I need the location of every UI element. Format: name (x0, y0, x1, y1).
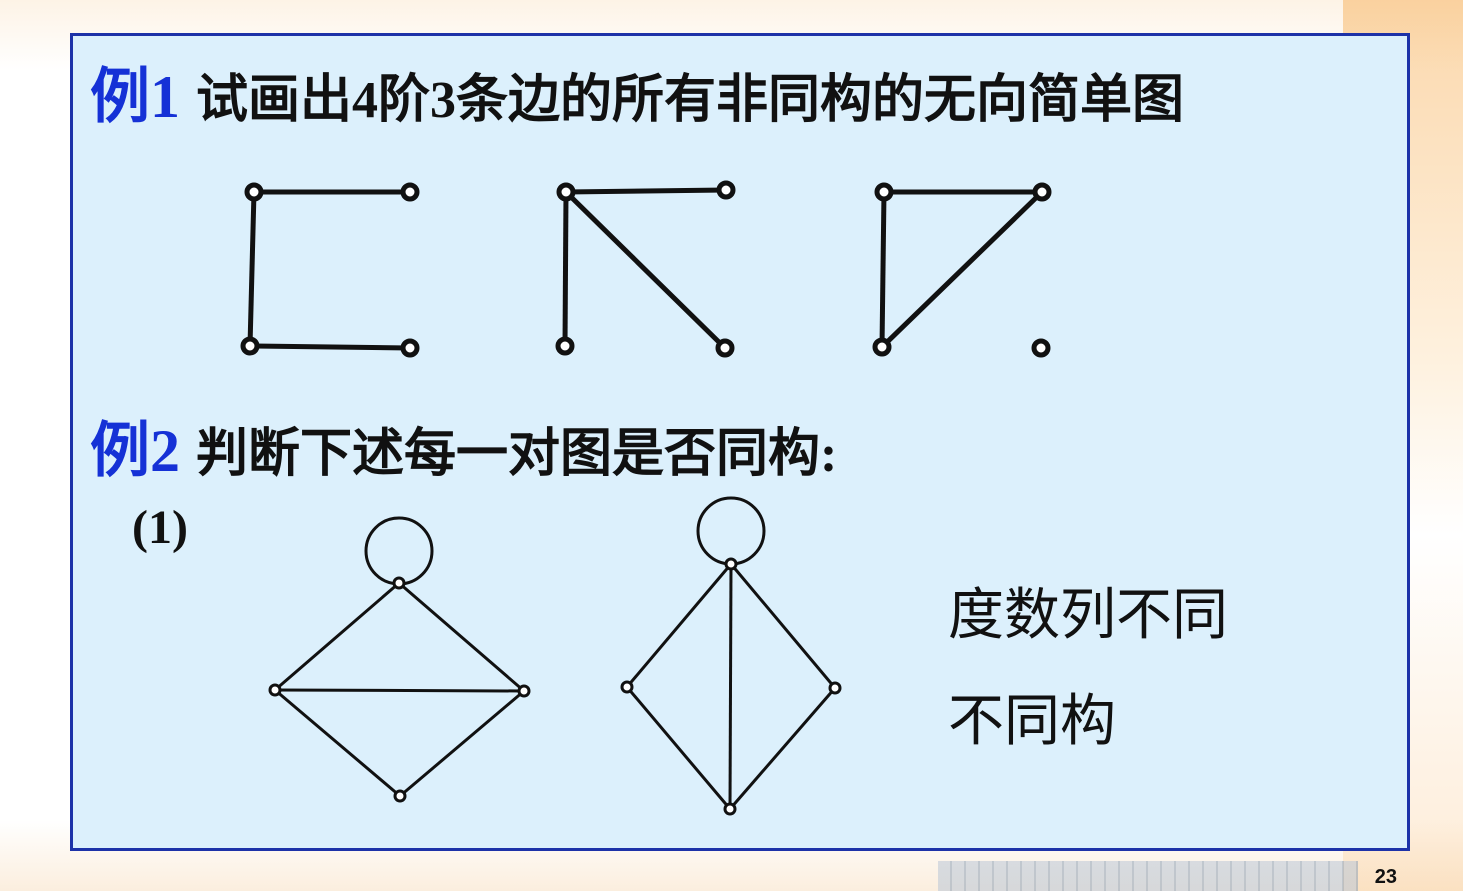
edge (274, 581, 400, 692)
example2-text: 判断下述每一对图是否同构: (196, 426, 838, 483)
footer-building-image (938, 861, 1358, 891)
vertex (240, 336, 260, 356)
conclusion-degree-sequence: 度数列不同 (948, 583, 1228, 648)
isolated-vertex (1031, 338, 1051, 358)
vertex (723, 802, 737, 816)
vertex (244, 182, 264, 202)
example2-label: 例2 (90, 418, 180, 484)
edge (564, 190, 727, 350)
vertex (872, 337, 892, 357)
conclusion-not-isomorphic: 不同构 (948, 689, 1116, 754)
vertex (392, 576, 406, 590)
vertex (393, 789, 407, 803)
self-loop (696, 496, 766, 566)
vertex (874, 182, 894, 202)
slide-content-box (70, 33, 1410, 851)
vertex (828, 681, 842, 695)
self-loop (364, 516, 434, 586)
edge (247, 191, 257, 347)
example1-graph-path (240, 182, 420, 358)
page-number: 23 (1374, 866, 1397, 888)
edge (625, 686, 732, 810)
example1-text: 试画出4阶3条边的所有非同构的无向简单图 (196, 72, 1185, 129)
edge (274, 688, 401, 798)
example2-left-graph (268, 516, 531, 803)
vertex (400, 182, 420, 202)
vertex (268, 683, 282, 697)
vertex (1032, 182, 1052, 202)
vertex (517, 684, 531, 698)
vertex (556, 182, 576, 202)
example1-graph-triangle (872, 182, 1052, 358)
edge (729, 563, 837, 689)
edge (562, 191, 569, 347)
vertex (715, 338, 735, 358)
edge (398, 581, 525, 693)
vertex (716, 180, 736, 200)
edge (399, 689, 525, 798)
example1-graph-star (555, 180, 736, 358)
edge (879, 191, 887, 348)
example2-heading: 例2 判断下述每一对图是否同构: (90, 402, 837, 489)
edge (880, 190, 1044, 349)
edge (728, 563, 733, 810)
vertex (620, 680, 634, 694)
edge (625, 563, 733, 688)
vertex (724, 557, 738, 571)
edge (728, 687, 837, 810)
example2-right-graph (620, 496, 842, 816)
edge (249, 343, 411, 351)
vertex (400, 338, 420, 358)
example1-heading: 例1 试画出4阶3条边的所有非同构的无向简单图 (90, 48, 1184, 135)
edge (274, 688, 525, 693)
edge (565, 187, 727, 195)
example1-label: 例1 (90, 64, 180, 130)
example2-sub-label: (1) (132, 501, 188, 554)
vertex (555, 336, 575, 356)
